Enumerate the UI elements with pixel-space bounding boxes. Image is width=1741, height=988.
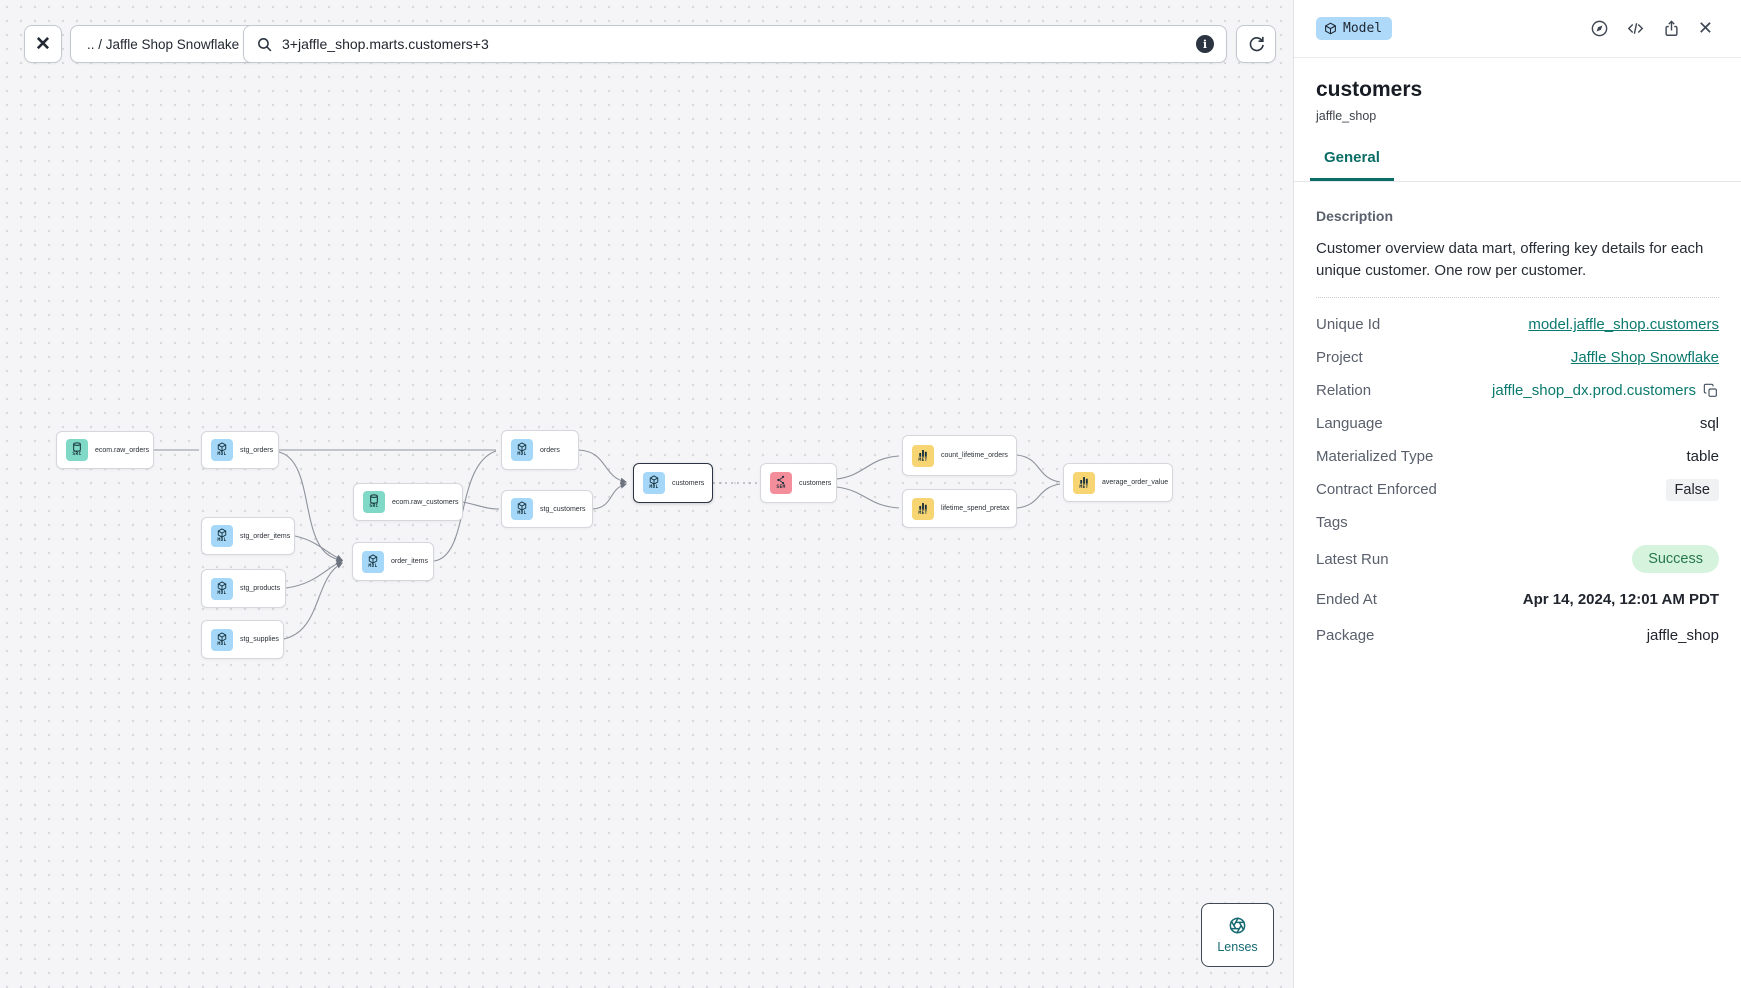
lineage-node-lifetime_spend_pretax[interactable]: MET lifetime_spend_pretax [902, 489, 1017, 528]
breadcrumb[interactable]: .. / Jaffle Shop Snowflake [70, 25, 257, 63]
field-row-ended-at: Ended At Apr 14, 2024, 12:01 AM PDT [1316, 590, 1719, 608]
share-icon[interactable] [1662, 19, 1681, 38]
description-text: Customer overview data mart, offering ke… [1316, 240, 1704, 280]
field-row-project: Project Jaffle Shop Snowflake [1316, 349, 1719, 367]
close-graph-button[interactable]: ✕ [24, 25, 62, 63]
model-icon: MDL [362, 550, 384, 573]
lineage-node-count_lifetime_orders[interactable]: MET count_lifetime_orders [902, 435, 1017, 476]
lineage-node-stg_customers[interactable]: MDL stg_customers [501, 490, 593, 528]
close-icon: ✕ [35, 33, 51, 55]
refresh-icon [1247, 35, 1266, 54]
status-badge: Success [1632, 545, 1719, 574]
copy-icon[interactable] [1703, 383, 1719, 399]
ended-at-value: Apr 14, 2024, 12:01 AM PDT [1522, 590, 1719, 608]
tab-general[interactable]: General [1310, 149, 1394, 181]
field-row-tags: Tags [1316, 514, 1348, 532]
search-input[interactable] [282, 36, 1187, 52]
model-icon: MDL [511, 439, 533, 461]
lenses-button[interactable]: Lenses [1201, 903, 1274, 967]
page-title: customers [1316, 78, 1423, 101]
lineage-node-stg_products[interactable]: MDL stg_products [201, 569, 286, 608]
metric-icon: MET [912, 497, 934, 520]
lineage-node-orders[interactable]: MDL orders [501, 430, 579, 470]
semantic-model-icon: SEM [770, 472, 792, 494]
lineage-search: i [243, 25, 1227, 63]
field-row-materialized-type: Materialized Type table [1316, 448, 1719, 466]
lineage-edges [154, 449, 1061, 640]
info-icon[interactable]: i [1196, 35, 1214, 53]
details-panel: Model ✕ customers jaffle_shop General De… [1293, 0, 1741, 988]
lineage-node-average_order_value[interactable]: MET average_order_value [1063, 463, 1173, 502]
lineage-node-ecom-raw_customers[interactable]: SRC ecom.raw_customers [353, 483, 463, 521]
metric-icon: MET [1073, 471, 1095, 494]
field-row-package: Package jaffle_shop [1316, 627, 1719, 645]
model-icon: MDL [211, 577, 233, 600]
lineage-node-customers-selected[interactable]: MDL customers [633, 463, 713, 503]
explore-icon[interactable] [1590, 19, 1609, 38]
search-icon [256, 36, 273, 53]
field-row-contract-enforced: Contract Enforced False [1316, 473, 1719, 506]
close-panel-icon[interactable]: ✕ [1697, 18, 1713, 38]
lineage-node-ecom-raw_orders[interactable]: SRC ecom.raw_orders [56, 431, 154, 469]
resource-type-badge: Model [1316, 17, 1393, 40]
lineage-node-stg_orders[interactable]: MDL stg_orders [201, 431, 279, 469]
model-icon: MDL [643, 472, 665, 494]
panel-header: Model ✕ [1294, 0, 1741, 58]
refresh-button[interactable] [1236, 25, 1276, 63]
lineage-canvas[interactable]: ✕ .. / Jaffle Shop Snowflake i SRC ecom.… [0, 0, 1293, 988]
lineage-node-stg_supplies[interactable]: MDL stg_supplies [201, 620, 284, 659]
description-label: Description [1316, 208, 1394, 224]
source-icon: SRC [66, 439, 88, 461]
field-row-relation: Relation jaffle_shop_dx.prod.customers [1316, 374, 1719, 407]
materialized-type-value: table [1686, 448, 1719, 466]
cube-icon [1324, 22, 1337, 35]
metric-icon: MET [912, 444, 934, 467]
contract-enforced-badge: False [1665, 478, 1719, 501]
lineage-node-stg_order_items[interactable]: MDL stg_order_items [201, 517, 295, 555]
divider [1316, 297, 1719, 299]
package-subtitle: jaffle_shop [1316, 109, 1377, 123]
model-icon: MDL [211, 628, 233, 651]
field-row-language: Language sql [1316, 415, 1719, 433]
field-row-latest-run: Latest Run Success [1316, 539, 1719, 579]
model-icon: MDL [511, 498, 533, 520]
language-value: sql [1699, 415, 1719, 433]
field-row-unique-id: Unique Id model.jaffle_shop.customers [1316, 316, 1719, 334]
lineage-node-order_items[interactable]: MDL order_items [352, 542, 434, 581]
lineage-node-customers-semantic[interactable]: SEM customers [760, 463, 837, 503]
model-icon: MDL [211, 439, 233, 461]
aperture-icon [1228, 916, 1247, 935]
unique-id-link[interactable]: model.jaffle_shop.customers [1528, 316, 1719, 334]
tab-bar: General [1294, 149, 1741, 182]
project-link[interactable]: Jaffle Shop Snowflake [1570, 349, 1719, 367]
model-icon: MDL [211, 525, 233, 547]
relation-value: jaffle_shop_dx.prod.customers [1491, 382, 1696, 400]
source-icon: SRC [363, 491, 385, 513]
code-icon[interactable] [1626, 19, 1645, 38]
package-value: jaffle_shop [1646, 627, 1719, 645]
